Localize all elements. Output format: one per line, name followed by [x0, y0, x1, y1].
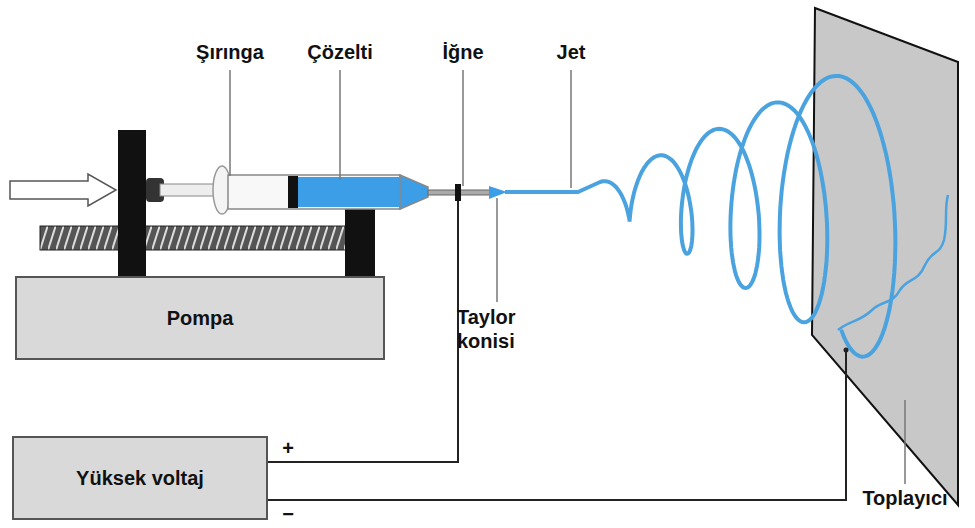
- threaded-rod: [40, 226, 360, 250]
- polarity-sign: −: [282, 502, 294, 526]
- syringe-tip: [400, 175, 428, 209]
- part-label: Şırınga: [196, 40, 264, 64]
- box-label: Pompa: [167, 307, 234, 330]
- jet-straight: [505, 190, 578, 194]
- leader-line: [339, 70, 341, 180]
- box-label: Yüksek voltaj: [76, 467, 204, 490]
- leader-line: [462, 70, 464, 186]
- part-label: Toplayıcı: [862, 486, 947, 510]
- deposited-fibre: [838, 195, 948, 330]
- polarity-sign: +: [282, 436, 294, 460]
- leader-line: [904, 400, 906, 484]
- leader-line: [229, 70, 231, 176]
- leader-line: [496, 198, 498, 302]
- part-label: Çözelti: [307, 40, 373, 64]
- jet-helix: [578, 76, 895, 357]
- part-label: İğne: [442, 40, 483, 64]
- syringe-barrel: [228, 175, 400, 209]
- negative-wire: [268, 352, 846, 500]
- pump-box: Pompa: [15, 276, 385, 360]
- collector-plate: [812, 8, 958, 505]
- part-label: Jet: [557, 40, 586, 64]
- push-arrow: [10, 174, 116, 206]
- electrode-clamp: [455, 184, 461, 201]
- pump-upright: [118, 130, 146, 277]
- collector-terminal: [844, 348, 849, 353]
- part-label: Taylor konisi: [457, 305, 537, 353]
- power-supply-box: Yüksek voltaj: [12, 436, 268, 520]
- leader-line: [570, 70, 572, 188]
- plunger-head: [288, 176, 298, 208]
- taylor-cone: [489, 186, 507, 199]
- solution: [296, 177, 400, 207]
